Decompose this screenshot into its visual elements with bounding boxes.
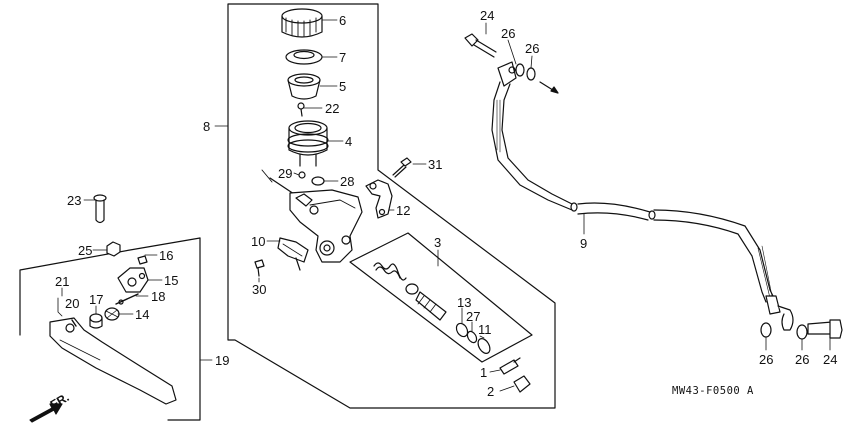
lower-banjo-bolt-icon [807, 319, 843, 339]
callout-26-upper-b: 26 [525, 41, 540, 56]
callout-11: 11 [478, 322, 492, 337]
callout-28: 28 [340, 174, 355, 189]
collar-icon [89, 313, 103, 329]
callout-16: 16 [159, 248, 174, 263]
callout-21: 21 [55, 274, 70, 289]
callout-26-lower-b: 26 [795, 352, 810, 367]
diaphragm-icon [287, 73, 321, 100]
callout-15: 15 [164, 273, 179, 288]
callout-8: 8 [203, 119, 211, 134]
lever-bracket-icon [117, 267, 149, 293]
piston-set-outline [349, 232, 533, 363]
callout-26-lower-a: 26 [759, 352, 774, 367]
callout-5: 5 [339, 79, 347, 94]
holder-clamp-icon [365, 179, 393, 219]
spring-pin-icon [71, 319, 77, 327]
callout-18: 18 [151, 289, 166, 304]
pivot-nut-icon [106, 241, 121, 257]
diagram-code: MW43-F0500 A [672, 385, 754, 397]
callout-10: 10 [251, 234, 266, 249]
callout-9: 9 [580, 236, 588, 251]
callout-17: 17 [89, 292, 104, 307]
washer-icon [455, 322, 469, 338]
upper-washer-2-icon [526, 67, 536, 81]
lower-washer-1-icon [760, 322, 772, 338]
callout-30: 30 [252, 282, 267, 297]
brake-hose-icon [491, 81, 794, 331]
callout-4: 4 [345, 134, 353, 149]
callout-24-upper: 24 [480, 8, 495, 23]
upper-washer-1-icon [515, 63, 525, 77]
callout-14: 14 [135, 307, 150, 322]
seal-icon [311, 176, 325, 186]
circlip-icon [477, 338, 491, 354]
pushrod-icon [499, 357, 521, 375]
leader-lines [61, 19, 831, 392]
callout-22: 22 [325, 101, 340, 116]
adjuster-dial-icon [104, 307, 120, 321]
callout-25: 25 [78, 243, 93, 258]
pushrod-boot-icon [513, 375, 531, 393]
callout-12: 12 [396, 203, 411, 218]
callout-6: 6 [339, 13, 347, 28]
reservoir-cap-icon [281, 8, 323, 38]
callout-2: 2 [487, 384, 495, 399]
callout-26-upper-a: 26 [501, 26, 516, 41]
callout-3: 3 [434, 235, 442, 250]
boot-icon [466, 330, 478, 344]
callout-13: 13 [457, 295, 472, 310]
upper-banjo-fitting-icon [497, 61, 517, 87]
upper-banjo-bolt-icon [464, 33, 497, 58]
callout-24-lower: 24 [823, 352, 838, 367]
pivot-bolt-icon [93, 194, 107, 224]
callout-23: 23 [67, 193, 82, 208]
brake-lever-icon [49, 317, 177, 405]
callout-20: 20 [65, 296, 80, 311]
callout-29: 29 [278, 166, 293, 181]
screw-icon [297, 102, 305, 117]
lever-outline [167, 237, 201, 421]
callout-7: 7 [339, 50, 347, 65]
master-cylinder-body-icon [261, 169, 363, 263]
brake-switch-icon [277, 237, 309, 271]
switch-screw-icon [254, 259, 265, 277]
callout-31: 31 [428, 157, 443, 172]
callout-27: 27 [466, 309, 481, 324]
callout-19: 19 [215, 353, 230, 368]
bracket-screw-icon [137, 255, 148, 265]
adjuster-icon [115, 293, 139, 305]
front-direction-arrow-icon [29, 403, 63, 423]
diaphragm-plate-icon [285, 49, 323, 65]
lower-washer-2-icon [796, 324, 808, 340]
callout-1: 1 [480, 365, 488, 380]
reservoir-icon [287, 120, 329, 167]
o-ring-icon [298, 171, 306, 179]
piston-set-icon [373, 262, 447, 321]
holder-bolt-icon [392, 157, 412, 178]
assembly-outline [227, 3, 556, 409]
